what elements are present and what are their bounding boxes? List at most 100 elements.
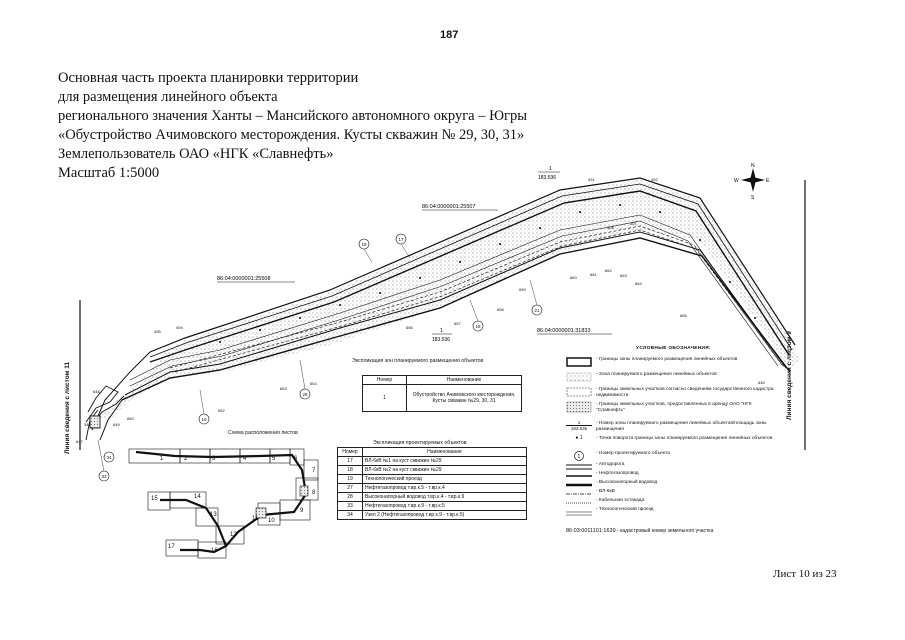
sheets-scheme-caption: Схема расположения листов — [228, 430, 298, 436]
object-lines — [169, 225, 785, 373]
legend-item: - Высоконапорный водовод — [566, 480, 658, 487]
svg-text:6: 6 — [294, 456, 298, 462]
svg-text:653: 653 — [280, 386, 287, 391]
svg-text:2: 2 — [184, 456, 188, 462]
svg-text:664: 664 — [635, 281, 642, 286]
sheets-scheme-drawing — [128, 448, 319, 559]
turn-point-markers — [219, 204, 756, 343]
svg-text:658: 658 — [497, 307, 504, 312]
svg-text:649: 649 — [113, 422, 120, 427]
zone-table: Номер Наименование 1 Обустройство Ачимов… — [362, 375, 522, 412]
object-number: 21 — [534, 308, 540, 313]
zone-table-header: Наименование — [406, 375, 522, 385]
document-title: Основная часть проекта планировки террит… — [58, 69, 527, 183]
svg-text:348: 348 — [84, 422, 91, 427]
cadastral-label: 86:04:0000001:25508 — [217, 276, 271, 282]
svg-text:4: 4 — [243, 456, 247, 462]
legend-item: 1 - Номер проектируемого объекта — [566, 449, 781, 461]
svg-text:308: 308 — [607, 225, 614, 230]
compass-rose-icon: N S E W — [734, 163, 770, 201]
cadastral-example: 86:03:0011101:1639 - кадастровый номер з… — [566, 528, 713, 534]
svg-text:183.536: 183.536 — [538, 175, 556, 181]
left-junction — [85, 385, 125, 441]
svg-text:S: S — [751, 195, 755, 201]
zone-labels: 1 183.536 1 183.536 — [432, 166, 560, 343]
legend-item: - Зона планируемого размещения линейных … — [566, 370, 781, 385]
svg-text:W: W — [734, 178, 739, 184]
legend-item: - Технологический проезд — [566, 507, 654, 516]
legend-item: - ВЛ-6кВ — [566, 489, 615, 495]
cadastral-label: 86:04:0000001:31833 — [537, 328, 591, 334]
object-number: 18 — [361, 242, 367, 247]
svg-text:E: E — [766, 178, 770, 184]
svg-text:663: 663 — [620, 273, 627, 278]
zone-table-caption: Экспликация зон планируемого размещения … — [352, 358, 484, 364]
svg-text:665: 665 — [680, 313, 687, 318]
legend-item: - Границы земельных участков, предоставл… — [566, 400, 781, 419]
object-number: 28 — [302, 392, 308, 397]
legend-item: 1 183.536 - Номер зоны планируемого разм… — [566, 419, 781, 434]
object-number: 17 — [398, 237, 404, 242]
cadastral-example-number: 86:03:0011101:1639 — [566, 528, 616, 534]
svg-text:656: 656 — [406, 325, 413, 330]
legend-heading: УСЛОВНЫЕ ОБОЗНАЧЕНИЯ: — [636, 346, 711, 351]
legend-item: - Границы земельных участков согласно св… — [566, 385, 781, 400]
svg-text:10: 10 — [268, 518, 275, 524]
title-line: Масштаб 1:5000 — [58, 165, 160, 181]
svg-text:646: 646 — [758, 380, 765, 385]
svg-text:1: 1 — [578, 454, 581, 460]
svg-text:1: 1 — [549, 166, 552, 172]
svg-text:5: 5 — [272, 456, 276, 462]
cadastral-label: 86:04:0000001:25507 — [422, 204, 476, 210]
svg-text:657: 657 — [454, 321, 461, 326]
title-line: «Обустройство Ачимовского месторождения.… — [58, 127, 525, 143]
table-row: 1 Обустройство Ачимовского месторождения… — [362, 384, 522, 412]
object-number: 34 — [106, 455, 112, 460]
sheet-numbers: 1 2 3 4 5 6 7 8 9 10 11 12 13 14 15 16 1… — [151, 456, 316, 554]
turn-point-labels: 491 492 494 495 654 653 652 656 657 658 … — [76, 177, 765, 444]
svg-text:14: 14 — [194, 494, 201, 500]
svg-text:8: 8 — [312, 490, 316, 496]
svg-text:654: 654 — [310, 381, 317, 386]
title-line: Землепользователь ОАО «НГК «Славнефть» — [58, 146, 334, 162]
legend-item: ● 1 - Точки поворота границы зоны планир… — [575, 435, 773, 441]
svg-text:N: N — [751, 163, 755, 169]
object-number: 16 — [201, 417, 207, 422]
zone-table-header: Номер — [362, 375, 407, 385]
svg-text:495: 495 — [154, 329, 161, 334]
left-match-line-label: Линия сведения с листом 11 — [64, 361, 71, 454]
sheet-label: Лист 10 из 23 — [773, 568, 837, 580]
cadastral-example-text: - кадастровый номер земельного участка — [617, 528, 714, 534]
svg-text:492: 492 — [651, 177, 658, 182]
svg-text:652: 652 — [218, 408, 225, 413]
svg-text:12: 12 — [230, 532, 237, 538]
svg-text:659: 659 — [519, 287, 526, 292]
corridor-lines — [91, 177, 796, 441]
svg-text:660: 660 — [570, 275, 577, 280]
svg-text:647: 647 — [76, 439, 83, 444]
svg-text:661: 661 — [590, 272, 597, 277]
svg-text:648: 648 — [93, 389, 100, 394]
legend: УСЛОВНЫЕ ОБОЗНАЧЕНИЯ: - Границы зоны пла… — [566, 346, 781, 516]
svg-text:650: 650 — [127, 416, 134, 421]
svg-text:16: 16 — [211, 548, 218, 554]
legend-item: - Автодорога — [566, 462, 625, 470]
cadastral-labels: 86:04:0000001:25507 86:04:0000001:25508 … — [217, 204, 612, 335]
svg-text:183.536: 183.536 — [432, 337, 450, 343]
svg-text:7: 7 — [312, 468, 316, 474]
svg-text:494: 494 — [176, 325, 183, 330]
svg-text:3: 3 — [212, 456, 216, 462]
legend-item: - Границы зоны планируемого размещения л… — [566, 355, 781, 370]
svg-text:15: 15 — [151, 496, 158, 502]
object-number: 18 — [475, 324, 481, 329]
title-line: для размещения линейного объекта — [58, 89, 278, 105]
